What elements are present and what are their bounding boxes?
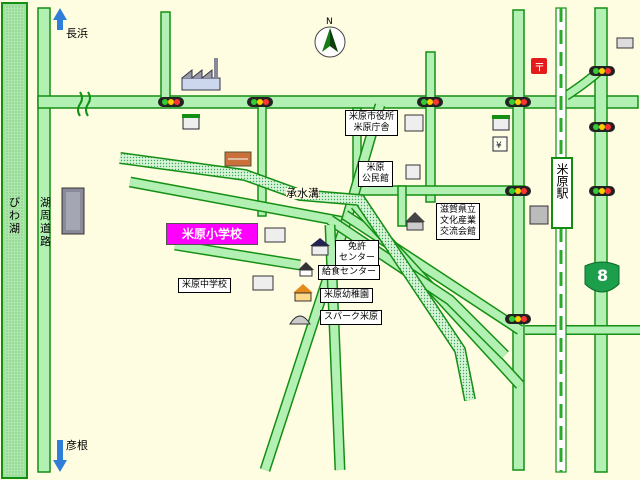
route-shield-icon (584, 261, 620, 293)
junior-high-icon (252, 275, 274, 291)
culture-side-road (397, 185, 407, 227)
culture-center-label: 滋賀県立 文化産業 交流会館 (436, 203, 481, 240)
kosyu-road (37, 7, 51, 473)
license-center-label: 免許 センター (335, 240, 380, 266)
traffic-signal-icon (505, 314, 531, 324)
lunch-center-icon (298, 262, 314, 277)
hikone-label: 彦根 (66, 439, 88, 452)
traffic-signal-icon (589, 186, 615, 196)
maibara-station-label[interactable]: 米原駅 (551, 157, 573, 229)
traffic-signal-icon (589, 66, 615, 76)
traffic-signal-icon (417, 97, 443, 107)
north-road-1 (160, 11, 171, 101)
city-hall-icon (404, 114, 424, 132)
biwako-label: びわ湖 (9, 196, 20, 235)
spark-label: スパーク米原 (320, 310, 383, 325)
post-office-icon: 〒 (531, 58, 547, 74)
junior-high-label: 米原中学校 (178, 278, 232, 293)
station-east-road (512, 9, 525, 471)
police-icon (616, 37, 634, 49)
lake-pattern (5, 6, 24, 475)
culture-center-icon (405, 212, 425, 231)
culture-road (354, 185, 526, 196)
traffic-signal-icon (158, 97, 184, 107)
shosuimizo-label: 承水溝 (286, 187, 319, 200)
building-icon (224, 151, 252, 167)
factory-icon (181, 58, 221, 91)
school-label[interactable]: 米原小学校 (166, 223, 258, 245)
station-name: 米原駅 (555, 163, 569, 199)
traffic-signal-icon (505, 97, 531, 107)
lunch-center-label: 給食センター (318, 265, 381, 280)
bank-icon: ¥ (492, 136, 508, 152)
station-building-icon (529, 205, 549, 225)
traffic-signal-icon (505, 186, 531, 196)
south-arrow-hikone (53, 440, 67, 472)
tower-building-icon (61, 187, 85, 235)
road-break-icon (77, 91, 83, 117)
svg-text:¥: ¥ (496, 141, 502, 151)
city-hall-label: 米原市役所 米原庁舎 (345, 110, 399, 136)
kindergarten-label: 米原幼稚園 (320, 288, 374, 303)
convenience-store-icon-east (492, 115, 510, 131)
community-hall-icon (405, 164, 421, 180)
license-center-icon (310, 238, 330, 256)
traffic-signal-icon (589, 122, 615, 132)
diagonal-roads (128, 103, 640, 472)
school-icon (264, 227, 286, 243)
svg-text:〒: 〒 (534, 61, 545, 74)
north-road-2 (425, 51, 436, 203)
local-road-1 (257, 105, 267, 217)
traffic-signal-icon (247, 97, 273, 107)
main-east-west-road (37, 95, 639, 109)
convenience-store-icon (182, 114, 200, 130)
kosyu-road-label: 湖周道路 (40, 196, 51, 248)
community-hall-label: 米原 公民館 (358, 161, 394, 187)
svg-text:N: N (326, 17, 333, 27)
north-arrow-icon: N (314, 17, 346, 58)
nagahama-label: 長浜 (66, 27, 88, 40)
spark-icon (289, 315, 311, 325)
kindergarten-icon (293, 284, 313, 302)
route-number: 8 (597, 266, 609, 285)
north-arrow-nagahama (53, 8, 67, 30)
